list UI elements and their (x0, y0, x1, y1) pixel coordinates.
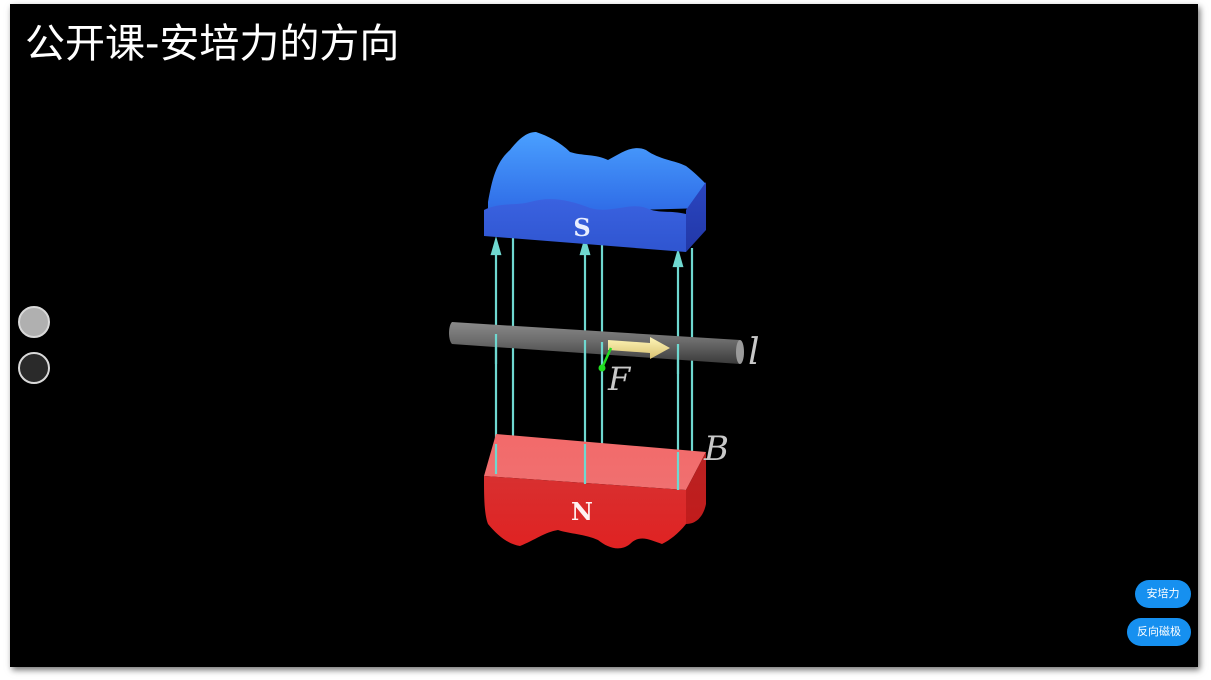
field-label: B (703, 429, 729, 469)
south-pole-label: S (573, 213, 590, 242)
south-pole-magnet[interactable]: S (484, 132, 706, 252)
north-pole-label: N (571, 497, 593, 526)
field-lines-bottom-front (494, 444, 680, 490)
south-pole-side-face (686, 182, 706, 252)
wire-body (449, 322, 743, 364)
page-title: 公开课-安培力的方向 (25, 21, 400, 67)
force-label: F (607, 360, 632, 398)
wire-end-cap (736, 340, 744, 364)
force-origin-dot (598, 364, 606, 372)
circle-light-icon[interactable] (18, 306, 50, 338)
force-vector: F (598, 347, 632, 398)
viewport[interactable]: 公开课-安培力的方向 (10, 4, 1198, 667)
north-pole-side-face (686, 452, 706, 524)
wire-label: l (748, 332, 760, 373)
field-arrowhead (490, 235, 502, 256)
reverse-poles-button[interactable]: 反向磁极 (1127, 618, 1191, 646)
north-pole-magnet[interactable]: N (484, 434, 706, 549)
current-wire[interactable]: l (449, 322, 760, 373)
field-arrowhead (672, 247, 684, 268)
current-direction-arrow (608, 337, 670, 359)
field-arrowhead (579, 235, 591, 256)
north-pole-top-face (484, 434, 706, 490)
south-pole-front-face (484, 199, 686, 252)
north-pole-front-face (484, 476, 686, 549)
circle-dark-icon[interactable] (18, 352, 50, 384)
ampere-force-button[interactable]: 安培力 (1135, 580, 1191, 608)
magnet-scene[interactable]: S l F N (10, 4, 1198, 667)
south-pole-top-surface (488, 132, 706, 214)
